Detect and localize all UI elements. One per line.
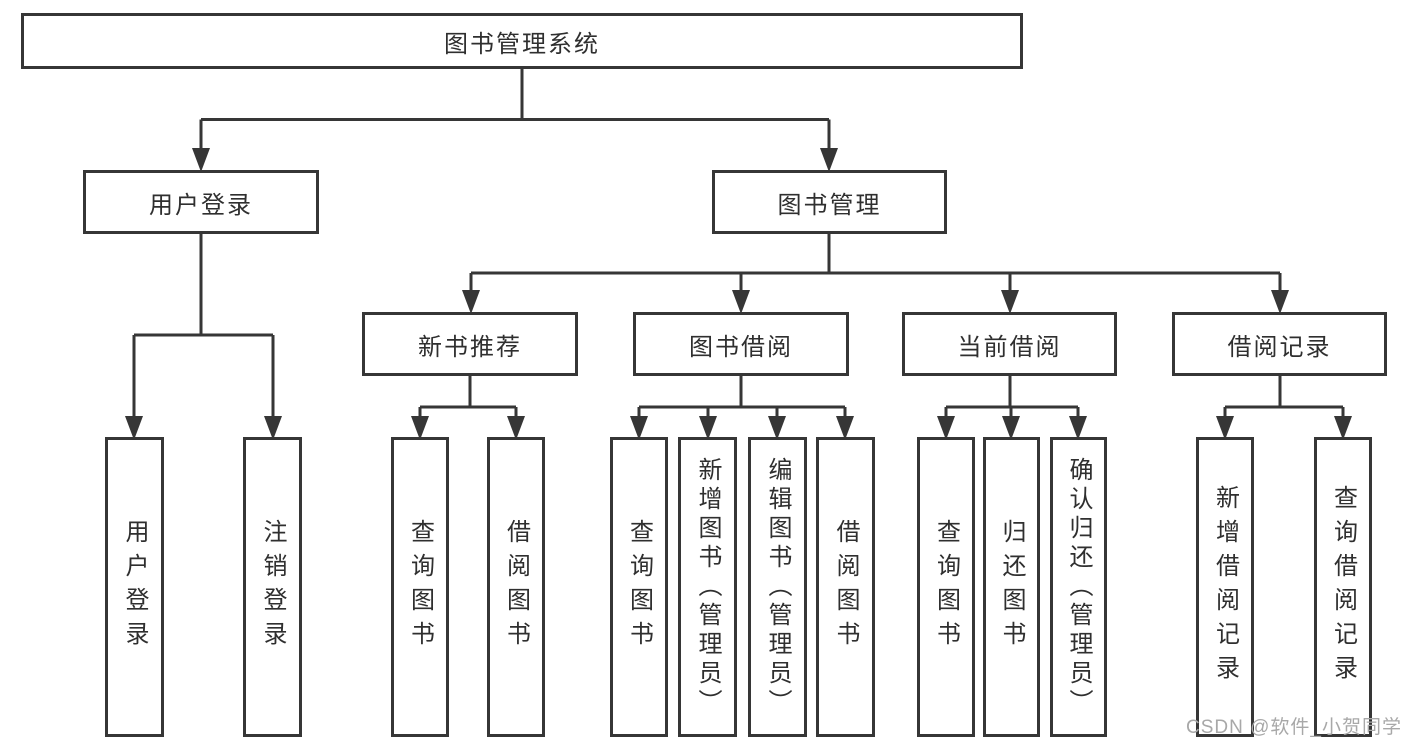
leaf-recommend-query-book: 查询图书 (391, 437, 449, 737)
node-user-login: 用户登录 (83, 170, 319, 234)
node-book-borrow: 图书借阅 (633, 312, 849, 376)
leaf-edit-book-admin: 编辑图书（管理员） (748, 437, 807, 737)
connector-arrowheads (125, 148, 1352, 440)
leaf-add-book-admin: 新增图书（管理员） (678, 437, 737, 737)
node-borrow-record: 借阅记录 (1172, 312, 1387, 376)
leaf-return-book: 归还图书 (983, 437, 1040, 737)
leaf-logout: 注销登录 (243, 437, 302, 737)
leaf-query-borrow-record: 查询借阅记录 (1314, 437, 1372, 737)
node-book-management: 图书管理 (712, 170, 947, 234)
leaf-recommend-borrow-book: 借阅图书 (487, 437, 545, 737)
leaf-borrow-query-book: 查询图书 (610, 437, 668, 737)
leaf-user-login: 用户登录 (105, 437, 164, 737)
leaf-confirm-return-admin: 确认归还（管理员） (1050, 437, 1107, 737)
leaf-borrow-book: 借阅图书 (816, 437, 875, 737)
node-new-book-recommend: 新书推荐 (362, 312, 578, 376)
watermark-text: CSDN @软件_小贺同学 (1186, 717, 1402, 738)
leaf-current-query-book: 查询图书 (917, 437, 975, 737)
node-current-borrow: 当前借阅 (902, 312, 1117, 376)
node-root: 图书管理系统 (21, 13, 1023, 69)
leaf-add-borrow-record: 新增借阅记录 (1196, 437, 1254, 737)
